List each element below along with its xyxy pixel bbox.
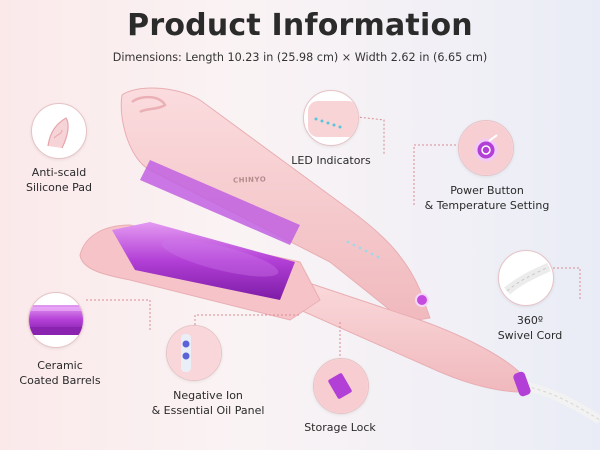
silicone-pad-icon bbox=[31, 103, 87, 159]
page-title: Product Information bbox=[127, 8, 473, 43]
ceramic-label: Ceramic Coated Barrels bbox=[19, 359, 101, 387]
anti-scald-label: Anti-scald Silicone Pad bbox=[25, 166, 93, 194]
ion-label: Negative Ion & Essential Oil Panel bbox=[151, 389, 265, 417]
barrel-1 bbox=[112, 222, 295, 300]
power-button bbox=[415, 293, 429, 307]
lock-label: Storage Lock bbox=[304, 421, 376, 434]
cord-label: 360º Swivel Cord bbox=[497, 314, 563, 342]
led-dots bbox=[346, 240, 380, 259]
ceramic-callout-line bbox=[86, 299, 151, 330]
cord-callout-line bbox=[525, 267, 581, 300]
dimensions-text: Dimensions: Length 10.23 in (25.98 cm) ×… bbox=[112, 51, 488, 64]
led-callout-line bbox=[339, 114, 385, 155]
led-label: LED Indicators bbox=[291, 154, 371, 167]
power-button-icon bbox=[458, 120, 514, 176]
power-label: Power Button & Temperature Setting bbox=[424, 184, 550, 212]
swivel-cord-icon bbox=[498, 250, 554, 306]
ion-panel-icon bbox=[166, 325, 222, 381]
barrel-upper bbox=[140, 160, 300, 245]
upper-arm bbox=[120, 87, 431, 323]
power-callout-line bbox=[413, 144, 460, 205]
ceramic-barrel-icon bbox=[28, 292, 84, 348]
power-cord bbox=[519, 380, 600, 424]
swivel-ring bbox=[513, 371, 531, 397]
storage-lock-icon bbox=[313, 358, 369, 414]
led-indicator-icon bbox=[303, 90, 359, 146]
brand-logo: CHINYO bbox=[232, 175, 267, 185]
